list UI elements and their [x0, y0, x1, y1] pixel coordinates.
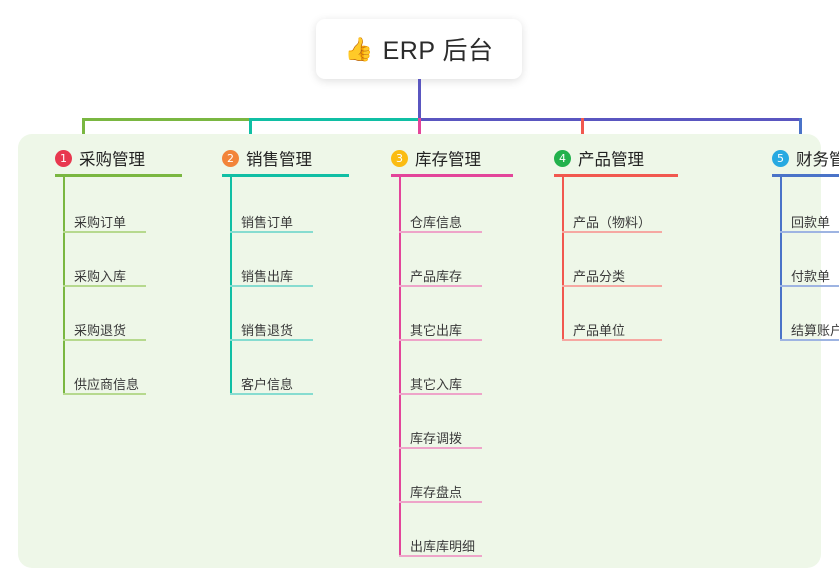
column-spine-5	[780, 176, 782, 339]
column-badge-3: 3	[391, 149, 408, 167]
column-title-2: 销售管理	[246, 151, 312, 169]
column-title-5: 财务管理	[796, 151, 839, 169]
node-item[interactable]: 产品单位	[573, 323, 626, 338]
node-item[interactable]: 仓库信息	[410, 215, 463, 230]
column-spine-2	[230, 176, 232, 393]
node-item-rule	[399, 285, 482, 287]
node-item-rule	[63, 231, 146, 233]
node-item[interactable]: 出库库明细	[410, 539, 476, 554]
node-item-rule	[399, 501, 482, 503]
column-header-3[interactable]: 3 库存管理	[391, 146, 481, 170]
node-item[interactable]: 库存盘点	[410, 485, 463, 500]
node-item-rule	[63, 285, 146, 287]
column-title-4: 产品管理	[578, 151, 644, 169]
node-item-rule	[230, 393, 313, 395]
column-header-rule-4	[554, 174, 678, 177]
node-item-rule	[399, 447, 482, 449]
node-item[interactable]: 产品分类	[573, 269, 626, 284]
node-item[interactable]: 采购退货	[74, 323, 127, 338]
node-item[interactable]: 供应商信息	[74, 377, 140, 392]
column-header-5[interactable]: 5 财务管理	[772, 146, 839, 170]
node-item-rule	[230, 231, 313, 233]
column-title-1: 采购管理	[79, 151, 145, 169]
bus-bar-segment-right	[418, 118, 802, 121]
node-item[interactable]: 客户信息	[241, 377, 294, 392]
node-item-rule	[63, 339, 146, 341]
node-item[interactable]: 其它入库	[410, 377, 463, 392]
column-spine-3	[399, 176, 401, 555]
node-item-rule	[63, 393, 146, 395]
node-item[interactable]: 采购订单	[74, 215, 127, 230]
node-item-rule	[562, 339, 662, 341]
column-badge-5: 5	[772, 149, 789, 167]
node-item[interactable]: 产品（物料）	[573, 215, 652, 230]
column-badge-1: 1	[55, 149, 72, 167]
node-item-rule	[562, 285, 662, 287]
column-spine-1	[63, 176, 65, 393]
node-item-rule	[780, 285, 839, 287]
node-item-rule	[562, 231, 662, 233]
node-item[interactable]: 付款单	[791, 269, 831, 284]
root-node[interactable]: 👍 ERP 后台	[316, 19, 522, 79]
node-item-rule	[399, 555, 482, 557]
drop-connector-col-2	[249, 118, 252, 144]
node-item[interactable]: 库存调拨	[410, 431, 463, 446]
root-title-text: ERP 后台	[382, 37, 494, 65]
drop-connector-col-4	[581, 118, 584, 144]
node-item-rule	[780, 231, 839, 233]
node-item-rule	[780, 339, 839, 341]
node-item[interactable]: 销售出库	[241, 269, 294, 284]
column-header-rule-3	[391, 174, 513, 177]
drop-connector-col-3	[418, 118, 421, 144]
column-header-rule-5	[772, 174, 839, 177]
node-item-rule	[230, 339, 313, 341]
thumbs-up-icon: 👍	[344, 35, 374, 62]
column-header-1[interactable]: 1 采购管理	[55, 146, 145, 170]
column-header-rule-1	[55, 174, 182, 177]
node-item[interactable]: 产品库存	[410, 269, 463, 284]
bus-bar-segment-left	[82, 118, 252, 121]
column-header-rule-2	[222, 174, 349, 177]
column-badge-4: 4	[554, 149, 571, 167]
column-spine-4	[562, 176, 564, 339]
drop-connector-col-5	[799, 118, 802, 144]
node-item[interactable]: 结算账户	[791, 323, 839, 338]
diagram-panel: 1 采购管理采购订单采购入库采购退货供应商信息 2 销售管理销售订单销售出库销售退货客…	[18, 134, 839, 568]
column-header-4[interactable]: 4 产品管理	[554, 146, 644, 170]
node-item[interactable]: 销售退货	[241, 323, 294, 338]
drop-connector-col-1	[82, 118, 85, 144]
node-item-rule	[230, 285, 313, 287]
node-item[interactable]: 采购入库	[74, 269, 127, 284]
node-item[interactable]: 回款单	[791, 215, 831, 230]
root-node-label: 👍 ERP 后台	[344, 31, 493, 67]
root-trunk-connector	[418, 79, 421, 120]
column-title-3: 库存管理	[415, 151, 481, 169]
bus-bar-segment-mid	[249, 118, 421, 121]
node-item-rule	[399, 393, 482, 395]
node-item[interactable]: 其它出库	[410, 323, 463, 338]
node-item-rule	[399, 231, 482, 233]
node-item[interactable]: 销售订单	[241, 215, 294, 230]
node-item-rule	[399, 339, 482, 341]
column-badge-2: 2	[222, 149, 239, 167]
column-header-2[interactable]: 2 销售管理	[222, 146, 312, 170]
